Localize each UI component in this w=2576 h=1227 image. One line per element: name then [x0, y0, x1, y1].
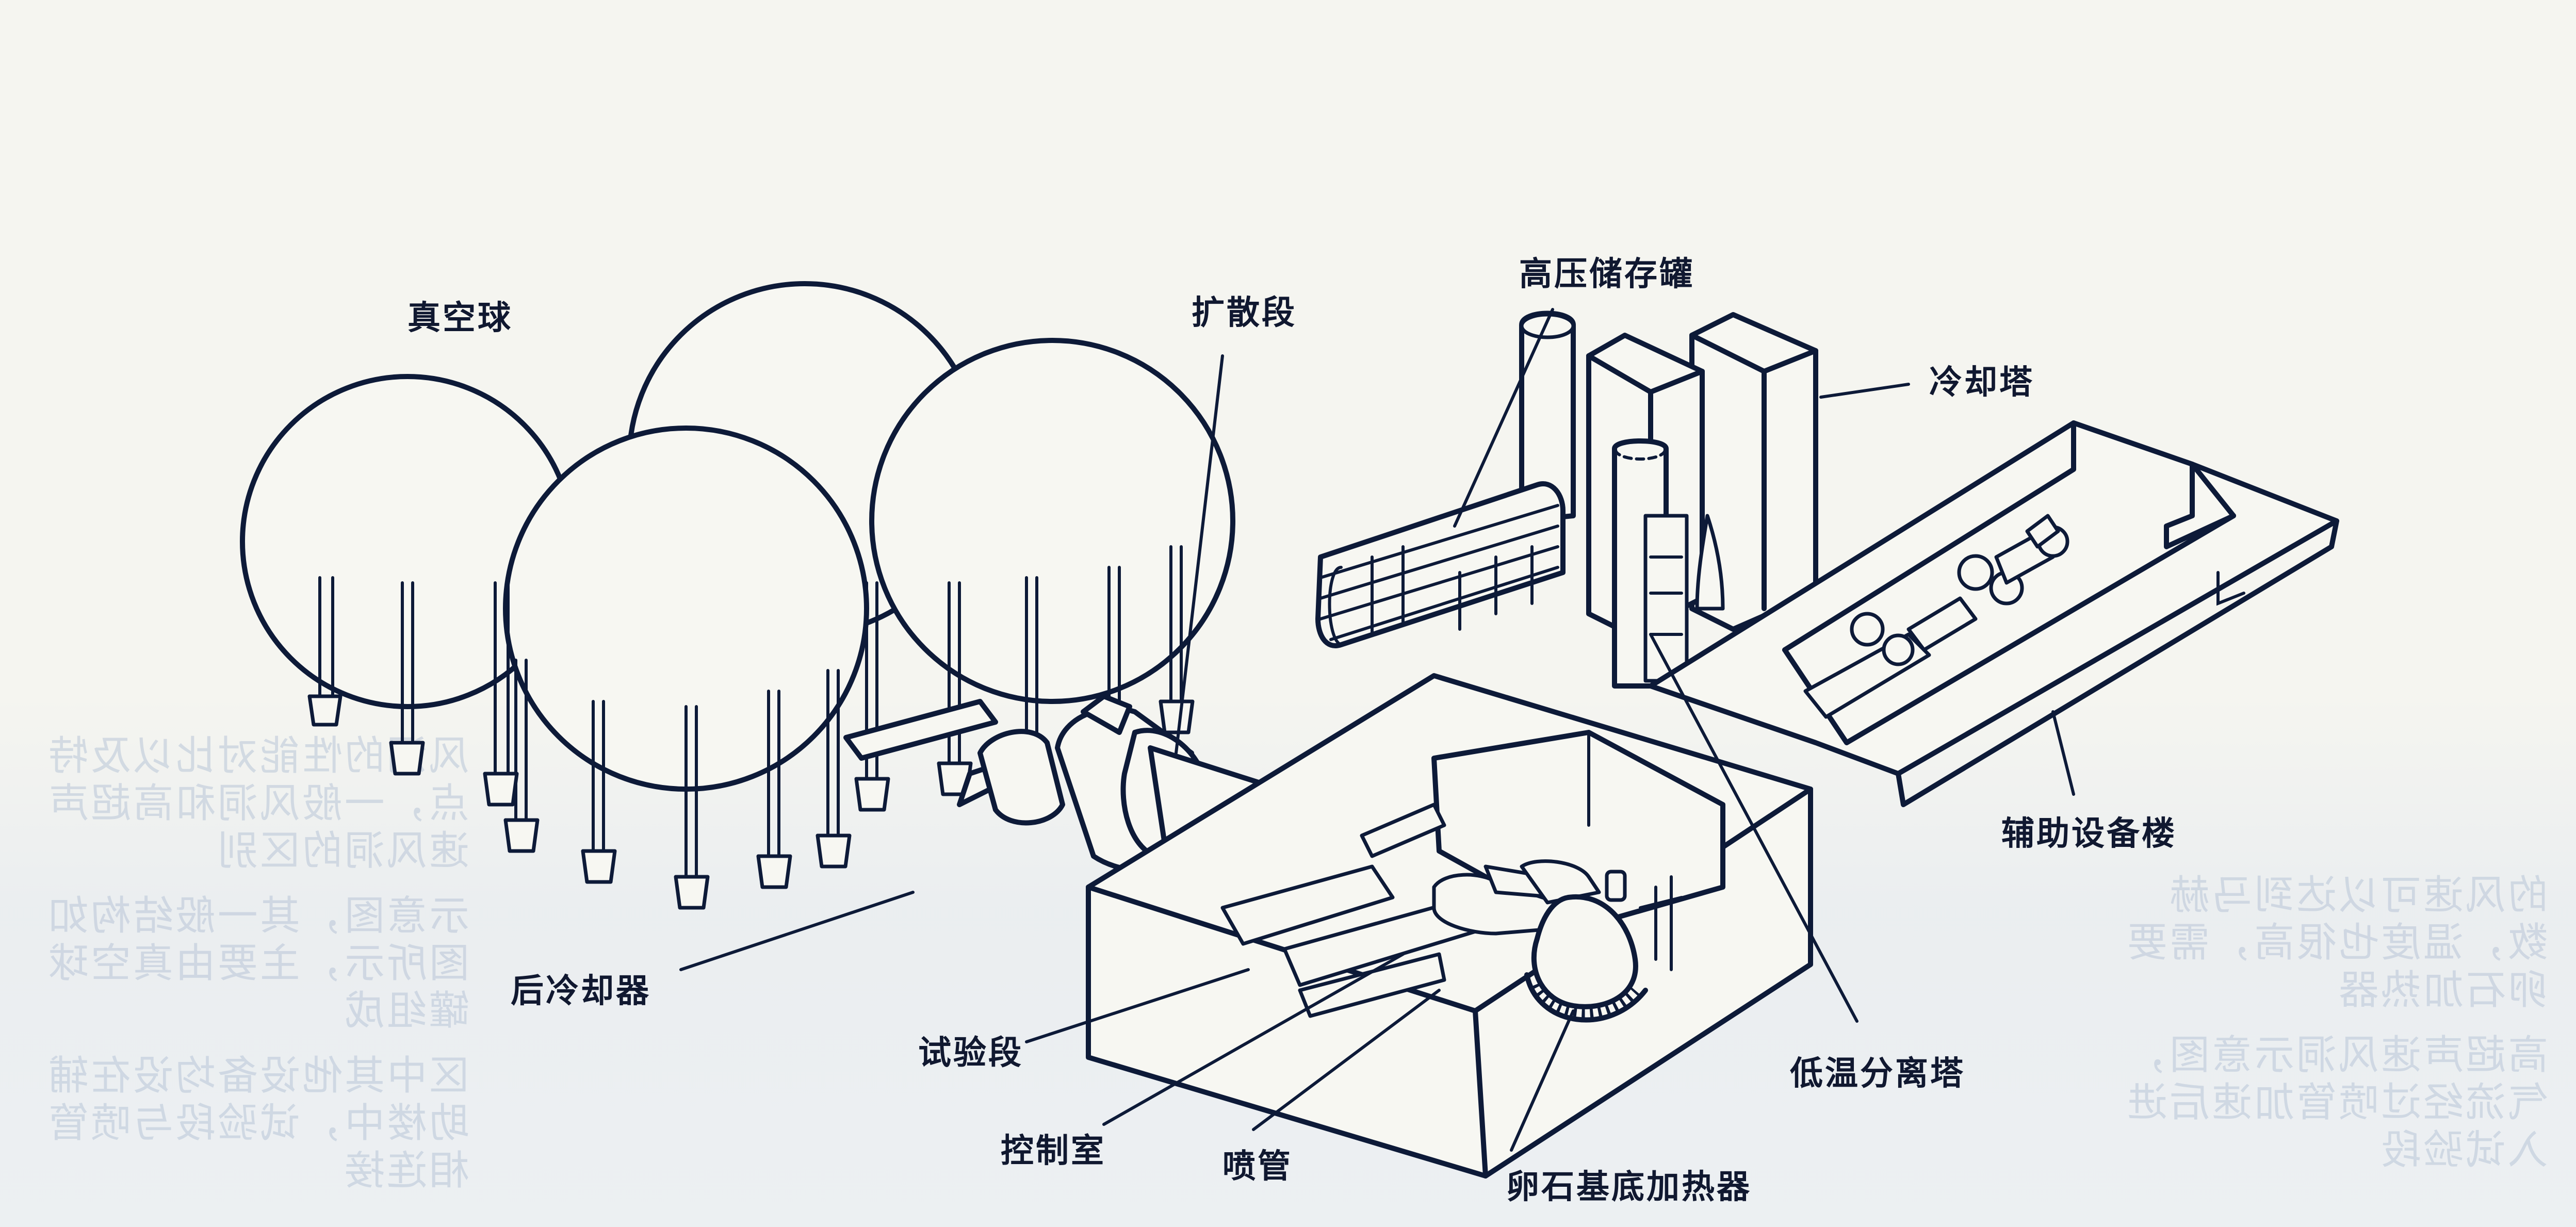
label-high-pressure-tanks: 高压储存罐 — [1519, 255, 1694, 293]
high-pressure-storage-tanks — [1315, 310, 1576, 648]
leader-nozzle — [1252, 989, 1441, 1131]
leader-aftercooler — [679, 891, 915, 971]
leader-auxiliary-building — [2051, 710, 2075, 796]
leader-diffuser — [1175, 354, 1224, 755]
leader-high-pressure-tanks — [1453, 308, 1554, 528]
label-test-section: 试验段 — [918, 1034, 1023, 1072]
leader-cooling-tower — [1819, 383, 1910, 399]
leader-lines — [679, 308, 2075, 1152]
leader-control-room — [1102, 953, 1405, 1126]
label-aftercooler: 后冷却器 — [511, 972, 651, 1010]
tank-bundle — [1315, 481, 1566, 648]
label-auxiliary-building: 辅助设备楼 — [2001, 815, 2177, 853]
auxiliary-equipment-building — [1648, 420, 2339, 807]
leader-cryogenic-separator — [1649, 633, 1858, 1023]
leader-test-section — [1025, 968, 1250, 1043]
vacuum-spheres — [240, 281, 1235, 792]
nozzle-assembly — [1432, 859, 1601, 936]
cryogenic-separator — [1612, 438, 1725, 689]
label-pebble-bed-heater: 卵石基底加热器 — [1506, 1168, 1752, 1206]
label-control-room: 控制室 — [1001, 1132, 1106, 1170]
label-cryogenic-separator: 低温分离塔 — [1790, 1055, 1965, 1093]
label-cooling-tower: 冷却塔 — [1929, 364, 2034, 402]
label-diffuser: 扩散段 — [1192, 294, 1297, 332]
vacuum-sphere-right — [869, 338, 1235, 704]
pebble-bed-heater — [1524, 870, 1683, 1023]
aftercooler-piping — [843, 699, 1065, 826]
leader-pebble-heater — [1510, 1009, 1575, 1152]
auxiliary-machinery — [1803, 514, 2069, 719]
label-nozzle: 喷管 — [1222, 1148, 1293, 1186]
label-vacuum-spheres: 真空球 — [407, 299, 513, 337]
